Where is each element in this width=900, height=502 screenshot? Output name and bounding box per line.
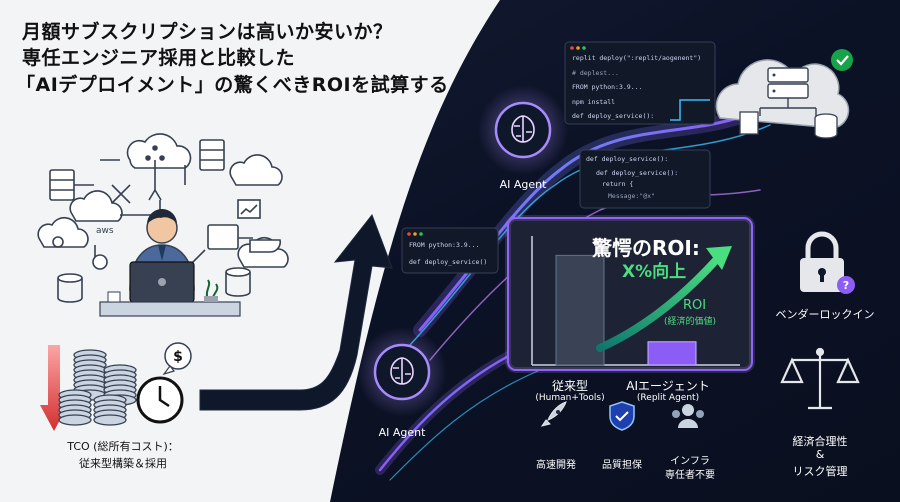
category-label-1: AIエージェント xyxy=(626,379,710,393)
tco-label-1: TCO (総所有コスト)： xyxy=(67,440,179,453)
code-line: Message:"@x" xyxy=(608,191,655,200)
feature-label-1: 品質担保 xyxy=(602,460,642,471)
feature-label-0: 高速開発 xyxy=(536,460,576,471)
ai-agent-label-top: AI Agent xyxy=(499,178,547,191)
vendor-lock-label: ベンダーロックイン xyxy=(775,308,875,321)
ai-agent-top-icon xyxy=(478,85,568,175)
laptop-desk xyxy=(99,261,241,317)
roi-chart-bars xyxy=(555,254,697,366)
code-top-lines: replit deploy(":replit/aogenent") # depl… xyxy=(572,55,701,120)
code-line: # deplest... xyxy=(572,68,619,77)
roi-growth-arrow xyxy=(596,246,732,352)
code-line: FROM python:3.9... xyxy=(572,83,643,91)
ai-agent-label-bottom: AI Agent xyxy=(378,426,426,439)
tco-label-2: 従来型構築＆採用 xyxy=(79,457,167,470)
rocket-icon xyxy=(540,401,567,427)
category-sub-0: (Human+Tools) xyxy=(535,393,605,403)
code-panel-left xyxy=(401,227,499,274)
code-line: def deploy_service(): xyxy=(586,155,669,163)
roi-bar-0 xyxy=(555,254,605,366)
category-sub-1: (Replit Agent) xyxy=(636,393,700,403)
code-line: replit deploy(":replit/aogenent") xyxy=(572,54,702,62)
clock-icon xyxy=(136,376,184,424)
question-mark: ? xyxy=(843,279,849,292)
title-line-2: 専任エンジニア採用と比較した xyxy=(22,47,296,69)
shield-check-icon xyxy=(609,401,635,431)
title-line-3: 「AIデプロイメント」の驚くべきROIを試算する xyxy=(16,74,449,96)
code-line: def deploy_service(): xyxy=(572,112,655,120)
econ-label-3: リスク管理 xyxy=(792,465,848,478)
title-line-1: 月額サブスクリプションは高いか安いか？ xyxy=(22,21,393,43)
cloud-server-icon xyxy=(715,49,853,139)
roi-label: ROI xyxy=(683,298,707,313)
roi-headline: 驚愕のROI: xyxy=(592,236,700,260)
feature-label-2: インフラ xyxy=(670,456,710,467)
coin xyxy=(93,414,127,426)
code-line: npm install xyxy=(572,97,616,106)
code-panel-top xyxy=(564,41,716,125)
code-line: return { xyxy=(602,180,634,188)
roi-subhead: X%向上 xyxy=(622,262,687,282)
roi-bar-1 xyxy=(647,341,697,366)
growth-arrow xyxy=(199,213,393,411)
scales-icon xyxy=(780,347,860,410)
code-line: FROM python:3.9... xyxy=(409,241,480,249)
padlock-icon xyxy=(800,231,855,294)
dollar-sign: $ xyxy=(173,349,183,365)
deploy-connector xyxy=(670,99,710,121)
ai-agent-bottom-icon xyxy=(357,327,447,417)
code-left-lines: FROM python:3.9... def deploy_service() xyxy=(409,242,487,265)
econ-label-1: 経済合理性 xyxy=(792,435,848,448)
code-mid-lines: def deploy_service(): def deploy_service… xyxy=(586,156,678,199)
code-line: def deploy_service(): xyxy=(596,168,679,177)
people-icon xyxy=(672,404,704,428)
code-line: def deploy_service() xyxy=(409,257,488,266)
dollar-bubble-icon xyxy=(162,342,192,376)
roi-sub-label: (経済的価値) xyxy=(664,317,717,327)
coin xyxy=(58,414,92,426)
category-label-0: 従来型 xyxy=(551,379,588,393)
left-network-illustration xyxy=(37,133,289,303)
econ-label-2: & xyxy=(815,448,825,461)
feature-label-2b: 専任者不要 xyxy=(665,470,715,481)
coin-stacks xyxy=(58,349,137,426)
aws-label: aws xyxy=(96,226,114,236)
code-panel-mid xyxy=(579,149,711,209)
